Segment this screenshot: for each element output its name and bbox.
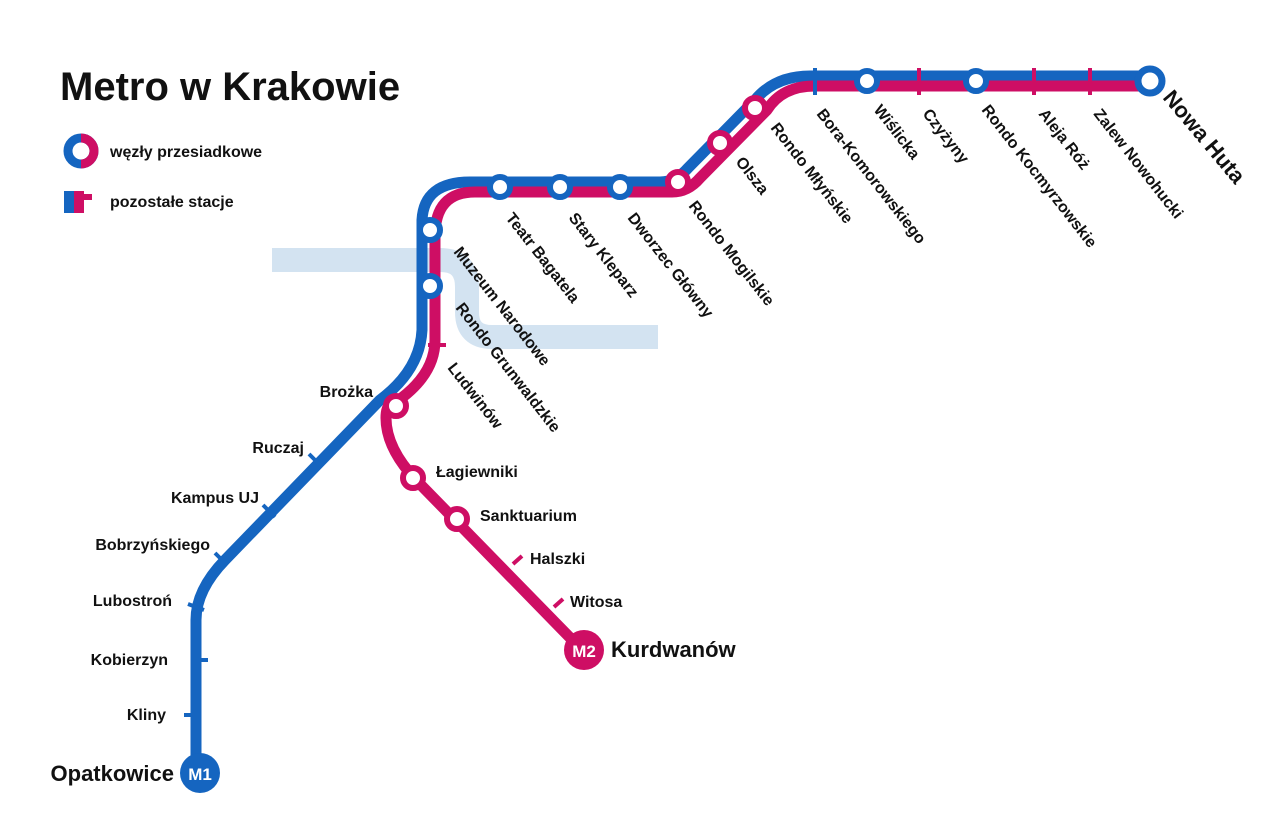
m2-badge-text: M2 (572, 642, 596, 661)
station-olsza (707, 130, 733, 156)
transfer-icon (63, 133, 99, 169)
station-ticks (184, 68, 1092, 717)
station-teatr-bagatela (487, 174, 513, 200)
tick-lubostron (187, 602, 205, 612)
label-lagiewniki: Łagiewniki (436, 464, 518, 481)
tick-kampus-uj (261, 503, 277, 519)
station-muzeum-narodowe (417, 217, 443, 243)
m1-branch-labels: Ruczaj Kampus UJ Bobrzyńskiego Lubostroń… (91, 440, 304, 724)
tick-halszki (511, 554, 524, 566)
tick-witosa (552, 597, 565, 609)
legend-transfer-label: węzły przesiadkowe (109, 144, 262, 161)
label-brozka: Brożka (320, 384, 373, 401)
legend: węzły przesiadkowe pozostałe stacje (63, 133, 262, 213)
m2-branch-labels: Łagiewniki Sanktuarium Halszki Witosa (436, 464, 622, 611)
river (272, 248, 658, 349)
station-rondo-mogilskie (665, 169, 691, 195)
m2-badge: M2 (564, 630, 604, 670)
label-halszki: Halszki (530, 551, 585, 568)
river-shape (272, 248, 658, 349)
station-brozka (383, 393, 409, 419)
station-nowa-huta (1134, 65, 1166, 97)
tick-bobrzynskiego (213, 551, 229, 567)
label-kobierzyn: Kobierzyn (91, 652, 168, 669)
label-aleja-roz: Aleja Róż (1035, 106, 1093, 173)
trunk-labels: Teatr Bagatela Stary Kleparz Dworzec Głó… (502, 102, 1186, 321)
label-bora-komorowskiego: Bora-Komorowskiego (813, 106, 929, 248)
transfer-stations (383, 65, 1166, 532)
station-icon (64, 191, 92, 213)
station-dworzec-glowny (607, 174, 633, 200)
station-rondo-grunwaldzkie (417, 273, 443, 299)
station-wislicka (854, 68, 880, 94)
m1-badge: M1 (180, 753, 220, 793)
label-kampus-uj: Kampus UJ (171, 490, 259, 507)
label-ludwinow: Ludwinów (444, 360, 506, 433)
station-rondo-mlynskie (742, 95, 768, 121)
label-ruczaj: Ruczaj (252, 440, 304, 457)
terminal-kurdwanow: Kurdwanów (611, 637, 737, 662)
label-rondo-kocmyrzowskie: Rondo Kocmyrzowskie (978, 102, 1100, 251)
terminal-nowa-huta: Nowa Huta (1158, 85, 1251, 189)
m1-badge-text: M1 (188, 765, 212, 784)
tick-ruczaj (307, 452, 323, 468)
map-title: Metro w Krakowie (60, 65, 400, 109)
station-lagiewniki (400, 465, 426, 491)
station-stary-kleparz (547, 174, 573, 200)
label-lubostron: Lubostroń (93, 593, 172, 610)
legend-other-label: pozostałe stacje (110, 194, 234, 211)
station-sanktuarium (444, 506, 470, 532)
label-kliny: Kliny (127, 707, 166, 724)
label-witosa: Witosa (570, 594, 622, 611)
station-rondo-kocmyrzowskie (963, 68, 989, 94)
label-zalew-nowohucki: Zalew Nowohucki (1090, 106, 1186, 222)
label-olsza: Olsza (732, 154, 772, 198)
label-wislicka: Wiślicka (870, 102, 923, 163)
label-czyzyny: Czyżyny (919, 106, 972, 167)
label-bobrzynskiego: Bobrzyńskiego (95, 537, 210, 554)
terminal-opatkowice: Opatkowice (51, 761, 174, 786)
label-sanktuarium: Sanktuarium (480, 508, 577, 525)
